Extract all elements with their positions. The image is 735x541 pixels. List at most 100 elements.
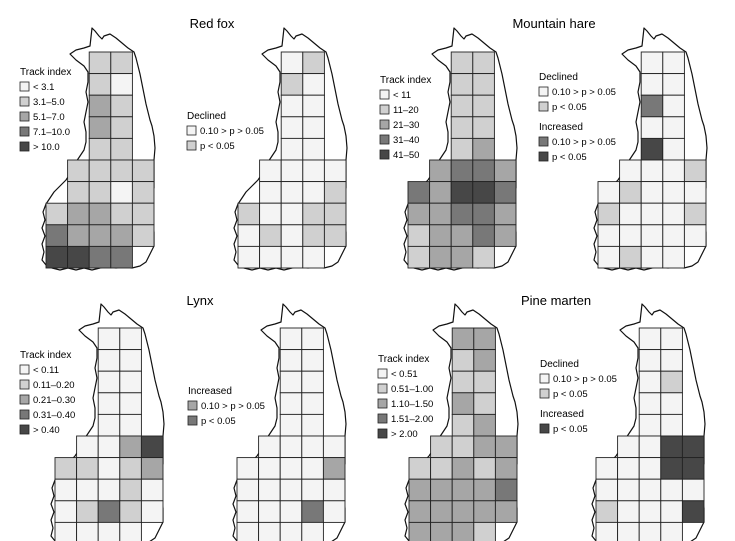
grid-cell: [638, 413, 662, 437]
grid-cell: [54, 521, 78, 541]
grid-cell: [408, 478, 432, 502]
grid-cell: [493, 159, 517, 183]
grid-cell: [660, 370, 683, 394]
grid-cell: [595, 500, 619, 523]
grid-cell: [451, 349, 475, 372]
legend-swatch: [19, 96, 30, 107]
grid-cell: [660, 349, 683, 372]
grid-cell: [258, 478, 281, 502]
grid-cell: [451, 392, 475, 415]
grid-cell: [279, 457, 303, 480]
grid-cell: [662, 137, 685, 161]
grid-cell: [140, 500, 164, 523]
legend-swatch: [379, 149, 390, 160]
panel-title-red-fox: Red fox: [190, 16, 235, 31]
legend-swatch: [19, 126, 30, 137]
finland-outline: [50, 303, 165, 541]
legend-label: 21–30: [393, 120, 419, 131]
legend-title: Track index: [380, 75, 431, 86]
grid-cell: [681, 500, 705, 523]
grid-cell: [67, 202, 90, 226]
grid-cell: [617, 521, 640, 541]
grid-cell: [494, 457, 518, 480]
grid-cell: [280, 159, 304, 183]
legend-swatch: [539, 388, 550, 399]
legend-label: 0.10 > p > 0.05: [552, 137, 616, 148]
legend-label: > 10.0: [33, 142, 60, 153]
grid-cell: [473, 370, 496, 394]
grid-cell: [408, 457, 432, 480]
grid-cell: [407, 202, 431, 226]
grid-cell: [322, 435, 346, 459]
grid-cell: [97, 370, 121, 394]
grid-cell: [119, 478, 142, 502]
legend-label: 1.51–2.00: [391, 414, 433, 425]
grid-cell: [450, 137, 474, 161]
grid-cell: [493, 224, 517, 247]
grid-cell: [683, 159, 707, 183]
legend-swatch: [187, 415, 198, 426]
legend-label: 0.10 > p > 0.05: [201, 401, 265, 412]
legend-label: p < 0.05: [201, 416, 236, 427]
grid-cell: [237, 245, 261, 269]
legend-label: < 11: [393, 90, 411, 101]
grid-cell: [430, 521, 453, 541]
grid-cell: [67, 181, 90, 204]
grid-cell: [279, 500, 303, 523]
grid-cell: [236, 457, 260, 480]
legend-label: 1.10–1.50: [391, 399, 433, 410]
grid-cell: [640, 94, 664, 118]
grid-cell: [97, 435, 121, 459]
grid-cell: [430, 457, 453, 480]
grid-cell: [640, 181, 664, 204]
legend-swatch: [19, 364, 30, 375]
grid-cell: [407, 245, 431, 269]
grid-cell: [301, 435, 324, 459]
grid-cell: [472, 116, 495, 139]
grid-cell: [619, 245, 642, 269]
legend-swatch: [377, 398, 388, 409]
legend-swatch: [19, 379, 30, 390]
grid-cell: [450, 224, 474, 247]
grid-cell: [617, 478, 640, 502]
grid-cell: [660, 413, 683, 437]
grid-cell: [451, 457, 475, 480]
legend-title: Declined: [539, 72, 578, 83]
grid-cell: [97, 392, 121, 415]
grid-cell: [597, 224, 621, 247]
legend-label: 0.51–1.00: [391, 384, 433, 395]
grid-cell: [279, 370, 303, 394]
legend-swatch: [19, 81, 30, 92]
grid-cell: [302, 51, 325, 75]
grid-cell: [88, 202, 112, 226]
grid-cell: [97, 349, 121, 372]
grid-cell: [119, 327, 142, 351]
grid-cell: [280, 245, 304, 269]
legend-title: Declined: [540, 359, 579, 370]
grid-cell: [450, 181, 474, 204]
grid-cell: [683, 202, 707, 226]
grid-cell: [473, 457, 496, 480]
grid-cell: [619, 181, 642, 204]
red-fox-abundance-legend: Track index< 3.13.1–5.05.1–7.07.1–10.0> …: [19, 67, 71, 153]
grid-cell: [430, 435, 453, 459]
pine-marten-abundance-map: [404, 303, 519, 541]
grid-cell: [236, 521, 260, 541]
legend-swatch: [377, 368, 388, 379]
panel-title-mountain-hare: Mountain hare: [512, 16, 595, 31]
grid-cell: [280, 51, 304, 75]
grid-cell: [76, 521, 99, 541]
grid-cell: [407, 224, 431, 247]
grid-cell: [97, 327, 121, 351]
grid-cell: [473, 521, 496, 541]
legend-label: p < 0.05: [200, 141, 235, 152]
finland-outline: [41, 27, 156, 271]
grid-cell: [473, 327, 496, 351]
grid-cell: [280, 94, 304, 118]
lynx-trend-map: [232, 303, 347, 541]
grid-cell: [473, 478, 496, 502]
grid-cell: [88, 116, 112, 139]
legend-label: 0.11–0.20: [33, 380, 75, 391]
